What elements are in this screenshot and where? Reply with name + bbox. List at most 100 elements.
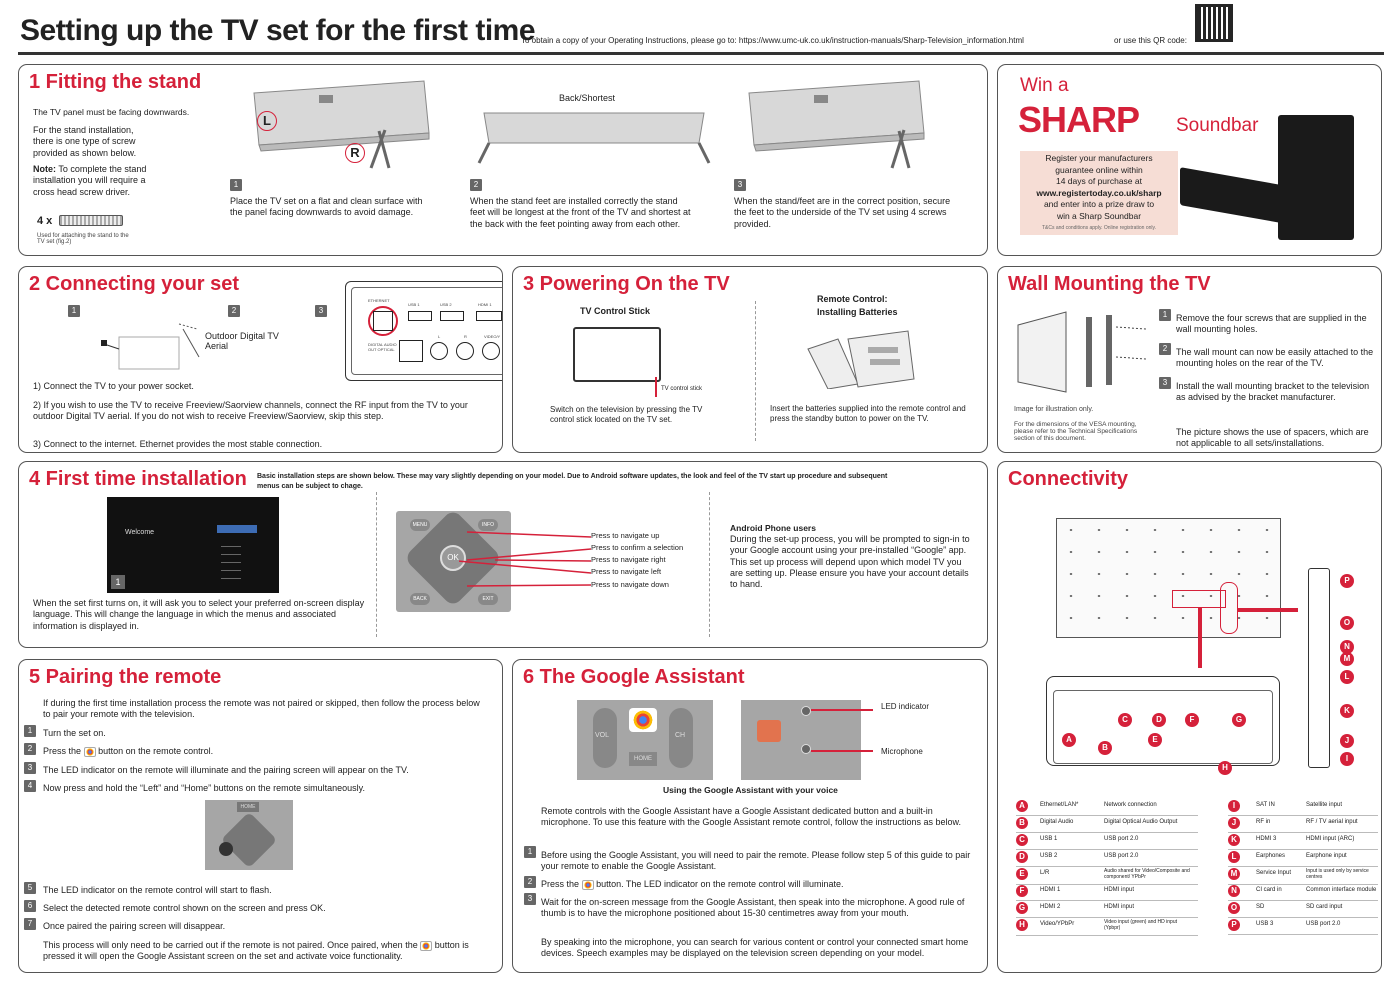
pair-step-7: Once paired the pairing screen will disa… xyxy=(43,921,226,931)
audio-r-port[interactable] xyxy=(456,342,474,360)
connect-aerial-text: 2) If you wish to use the TV to receive … xyxy=(33,400,468,422)
home-button[interactable]: HOME xyxy=(237,802,259,812)
ethernet-port-highlight[interactable] xyxy=(368,306,398,336)
side-port-highlight[interactable] xyxy=(1220,582,1238,634)
conn-letter-C: C xyxy=(1016,834,1028,846)
welcome-screen: Welcome 1 xyxy=(107,497,279,593)
sharp-logo: SHARP xyxy=(1018,99,1140,140)
vol-label: VOL xyxy=(595,732,610,739)
port-r-label: R xyxy=(464,334,467,339)
label-D: D xyxy=(1152,713,1166,727)
language-highlight[interactable] xyxy=(217,525,257,533)
info-button[interactable]: INFO xyxy=(478,519,498,531)
assistant-step-2-post: button. The LED indicator on the remote … xyxy=(596,879,844,889)
ok-button[interactable]: OK xyxy=(440,545,466,571)
rear-port-inner xyxy=(351,287,502,375)
promo-panel[interactable]: Win a SHARP Soundbar Register your manuf… xyxy=(997,64,1382,256)
conn-name: CI card in xyxy=(1256,887,1282,893)
step-number-2: 2 xyxy=(1159,343,1171,355)
step-number-3: 3 xyxy=(734,179,746,191)
dpad-ring[interactable] xyxy=(220,811,278,869)
rear-port-highlight[interactable] xyxy=(1172,590,1226,608)
bottom-panel-inner xyxy=(1053,690,1273,764)
vol-button[interactable] xyxy=(593,708,617,768)
label-K: K xyxy=(1340,704,1354,718)
promo-box: Register your manufacturers guarantee on… xyxy=(1020,151,1178,235)
port-l-label: L xyxy=(438,334,441,339)
conn-name: RF in xyxy=(1256,819,1271,825)
qr-code[interactable] xyxy=(1195,4,1233,42)
conn-desc: Video input (green) and HD input (Ypbpr) xyxy=(1104,919,1178,931)
conn-name: HDMI 1 xyxy=(1040,887,1061,893)
conn-name: HDMI 2 xyxy=(1040,904,1061,910)
assistant-step-1: Before using the Google Assistant, you w… xyxy=(541,850,971,872)
label-L: L xyxy=(1340,670,1354,684)
conn-letter-E: E xyxy=(1016,868,1028,880)
label-G: G xyxy=(1232,713,1246,727)
hdmi-port[interactable] xyxy=(476,311,502,321)
power-button[interactable] xyxy=(757,720,781,742)
led-label: LED indicator xyxy=(881,702,930,711)
step-number-3: 3 xyxy=(315,305,327,317)
audio-l-port[interactable] xyxy=(430,342,448,360)
assistant-step-3: Wait for the on-screen message from the … xyxy=(541,897,965,919)
remote-battery-text: Insert the batteries supplied into the r… xyxy=(770,404,966,423)
home-button[interactable]: HOME xyxy=(629,752,657,766)
outro-pre: This process will only need to be carrie… xyxy=(43,940,418,950)
back-button[interactable]: BACK xyxy=(410,593,430,605)
ethernet-port[interactable] xyxy=(373,311,393,331)
step-number-3: 3 xyxy=(1159,377,1171,389)
subwoofer-image xyxy=(1278,115,1354,240)
remote-title-line2: Installing Batteries xyxy=(817,306,898,317)
wall-step-2-text: The wall mount can now be easily attache… xyxy=(1176,347,1374,369)
step-2-text: When the stand feet are installed correc… xyxy=(470,196,691,229)
ch-button[interactable] xyxy=(669,708,693,768)
illustration-note: Image for illustration only. xyxy=(1014,406,1094,413)
step-number-2: 2 xyxy=(470,179,482,191)
manual-link-text[interactable]: To obtain a copy of your Operating Instr… xyxy=(521,36,1024,45)
port-video-label: VIDEO/Y xyxy=(484,334,501,339)
divider-2 xyxy=(709,492,710,637)
pair-step-2-pre: Press the xyxy=(43,746,82,756)
wall-step-1-text: Remove the four screws that are supplied… xyxy=(1176,313,1367,335)
tv-stand-fig2 xyxy=(477,112,711,164)
bottom-panel xyxy=(1046,676,1280,766)
section-title: 5 Pairing the remote xyxy=(29,666,222,688)
video-port[interactable] xyxy=(482,342,500,360)
usb2-port[interactable] xyxy=(440,311,464,321)
promo-terms: T&Cs and conditions apply. Online regist… xyxy=(1041,224,1157,231)
step-number-1: 1 xyxy=(24,725,36,737)
language-list[interactable] xyxy=(221,539,241,584)
section-wall-mounting: Wall Mounting the TV 1 Remove the four s… xyxy=(997,266,1382,453)
label-H: H xyxy=(1218,761,1232,775)
note-label: Note: xyxy=(33,164,56,174)
stick-title: TV Control Stick xyxy=(580,306,651,316)
section-title: Wall Mounting the TV xyxy=(1008,273,1211,295)
optical-port[interactable] xyxy=(399,340,423,362)
assistant-button-icon[interactable] xyxy=(629,708,657,732)
welcome-text: Welcome xyxy=(125,529,155,536)
assistant-outro: By speaking into the microphone, you can… xyxy=(541,937,969,959)
promo-line-6: win a Sharp Soundbar xyxy=(1056,210,1142,221)
exit-button[interactable]: EXIT xyxy=(478,593,498,605)
arrow-down-icon xyxy=(1198,608,1202,668)
conn-desc: Audio shared for Video/Composite and com… xyxy=(1104,868,1190,880)
qr-text: or use this QR code: xyxy=(1114,36,1187,45)
pair-step-5: The LED indicator on the remote control … xyxy=(43,885,272,895)
usb1-port[interactable] xyxy=(408,311,432,321)
step-number-5: 5 xyxy=(24,882,36,894)
section-pairing-remote: 5 Pairing the remote If during the first… xyxy=(18,659,503,973)
section-title: 6 The Google Assistant xyxy=(523,666,745,688)
port-usb1-label: USB 1 xyxy=(408,302,420,307)
left-arrow-icon[interactable] xyxy=(219,842,233,856)
label-A: A xyxy=(1062,733,1076,747)
port-usb2-label: USB 2 xyxy=(440,302,452,307)
promo-url[interactable]: www.registertoday.co.uk/sharp xyxy=(1036,187,1162,198)
menu-button[interactable]: MENU xyxy=(410,519,430,531)
step-number-1: 1 xyxy=(68,305,80,317)
section-fitting-stand: 1 Fitting the stand The TV panel must be… xyxy=(18,64,988,256)
